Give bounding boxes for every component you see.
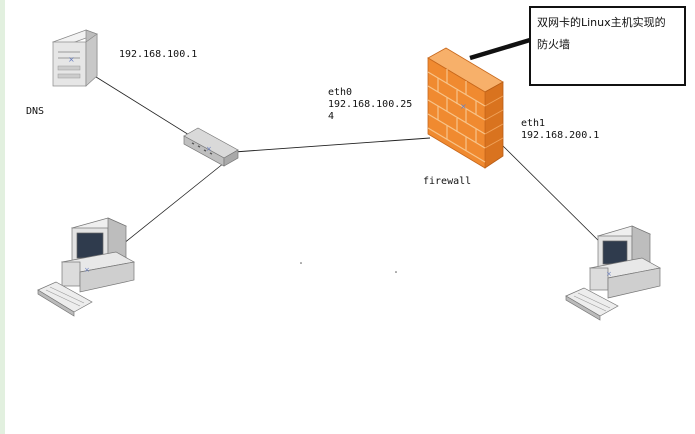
svg-text:×: ×	[206, 145, 212, 153]
eth0-ip-label: 192.168.100.25	[328, 99, 413, 110]
svg-text:×: ×	[460, 102, 467, 111]
left-edge-strip	[0, 0, 5, 434]
svg-text:×: ×	[606, 270, 612, 278]
eth1-ip-label: 192.168.200.1	[521, 130, 600, 141]
link-hub-firewall	[233, 137, 431, 153]
dns-ip-label: 192.168.100.1	[119, 49, 198, 60]
firewall-label: firewall	[423, 176, 472, 187]
server-icon: ×	[51, 29, 99, 87]
svg-text:×: ×	[84, 266, 90, 274]
svg-text:×: ×	[68, 55, 75, 64]
eth0-name-label: eth0	[328, 87, 353, 98]
callout-pointer	[469, 37, 531, 61]
callout-text-line1: 双网卡的Linux主机实现的	[537, 16, 666, 29]
dns-label: DNS	[26, 106, 45, 117]
eth1-name-label: eth1	[521, 118, 546, 129]
brick-firewall-icon: ×	[427, 47, 504, 169]
desktop-computer-icon: ×	[565, 225, 662, 321]
eth0-ip-label-continued: 4	[328, 111, 335, 122]
link-firewall-client	[499, 142, 611, 253]
callout-text-line2: 防火墙	[537, 38, 570, 51]
firewall-callout-box: 双网卡的Linux主机实现的 防火墙	[529, 6, 686, 86]
stray-dot	[395, 271, 397, 273]
desktop-computer-icon: ×	[37, 217, 136, 317]
network-switch-icon: ×	[183, 127, 239, 167]
stray-dot	[300, 262, 302, 264]
